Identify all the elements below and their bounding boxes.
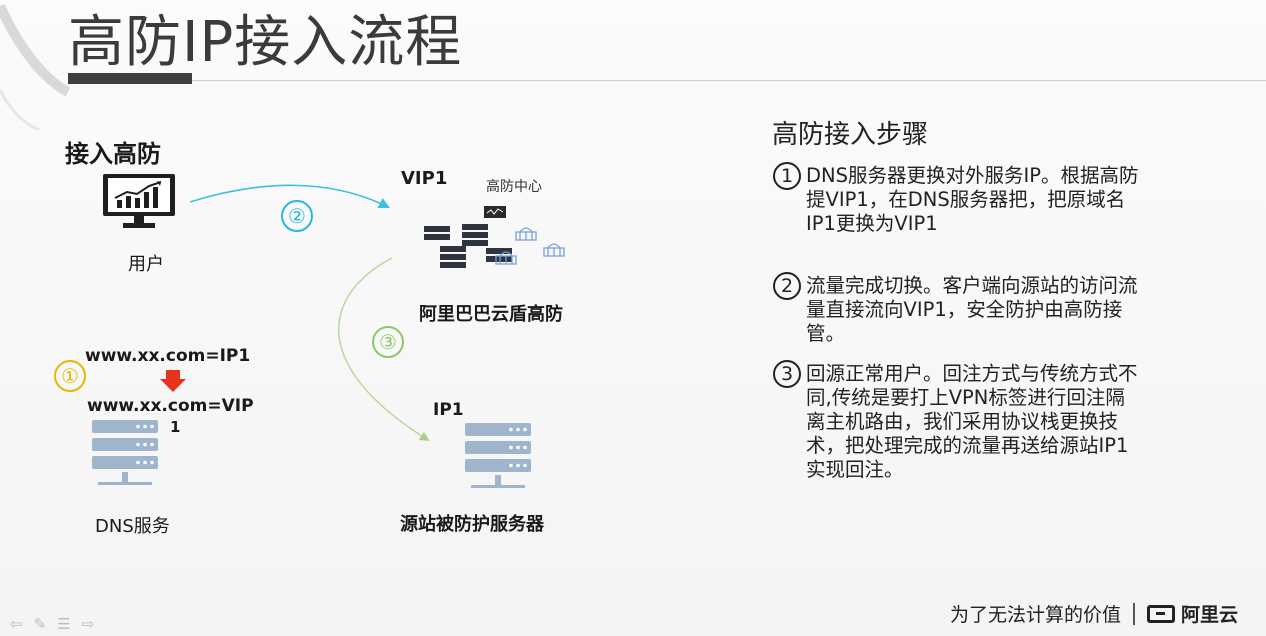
label-access: 接入高防 [65,140,161,168]
label-origin-server: 源站被防护服务器 [400,514,544,535]
corner-decoration [0,3,70,130]
marker-1: ① [54,360,86,392]
label-user: 用户 [128,254,164,275]
marker-3: ③ [372,326,404,358]
label-dns: DNS服务 [95,516,170,537]
step-1: 1 DNS服务器更换对外服务IP。根据高防提VIP1，在DNS服务器把，把原域名… [773,162,1143,236]
title-rule [192,80,1266,81]
dns-server-icon [92,420,158,485]
pen-icon[interactable]: ✎ [33,615,47,633]
label-vip1: VIP1 [401,168,448,189]
red-down-arrow-icon [160,370,186,392]
prev-slide-icon[interactable]: ⇦ [9,615,23,633]
arrow-vip-to-origin [338,257,430,442]
step-1-number: 1 [773,162,801,190]
monitor-chart-icon [103,174,175,228]
title-underline-bar [68,73,192,84]
label-aliyun-dun: 阿里巴巴云盾高防 [419,304,563,325]
step-1-text: DNS服务器更换对外服务IP。根据高防提VIP1，在DNS服务器把，把原域名IP… [806,164,1139,235]
slideshow-nav: ⇦ ✎ ☰ ⇨ [6,616,98,632]
origin-server-icon [465,423,531,488]
step-3: 3 回源正常用户。回注方式与传统方式不同,传统是要打上VPN标签进行回注隔离主机… [773,360,1143,482]
dns-record-after-suffix: 1 [170,418,181,436]
footer-slogan: 为了无法计算的价值 [949,604,1121,626]
dns-record-after: www.xx.com=VIP [87,396,254,416]
label-ip1: IP1 [433,400,464,420]
arrow-user-to-vip [189,184,391,209]
footer-divider [1132,602,1135,625]
defense-cluster-icon [424,206,565,268]
step-3-text: 回源正常用户。回注方式与传统方式不同,传统是要打上VPN标签进行回注隔离主机路由… [806,362,1138,481]
brand-logo-icon [1146,604,1175,623]
step-2-number: 2 [773,272,801,300]
page-title: 高防IP接入流程 [68,10,463,75]
marker-2: ② [281,200,313,232]
footer: 为了无法计算的价值 阿里云 [950,600,1238,627]
menu-icon[interactable]: ☰ [57,615,71,633]
next-slide-icon[interactable]: ⇨ [81,615,95,633]
flow-arrows [189,184,430,442]
step-3-number: 3 [773,360,801,388]
footer-brand: 阿里云 [1180,604,1238,626]
dns-record-before: www.xx.com=IP1 [85,346,251,366]
label-defense-center: 高防中心 [486,179,542,195]
step-2: 2 流量完成切换。客户端向源站的访问流量直接流向VIP1，安全防护由高防接管。 [773,272,1143,346]
step-2-text: 流量完成切换。客户端向源站的访问流量直接流向VIP1，安全防护由高防接管。 [806,274,1138,345]
steps-heading: 高防接入步骤 [772,120,929,150]
